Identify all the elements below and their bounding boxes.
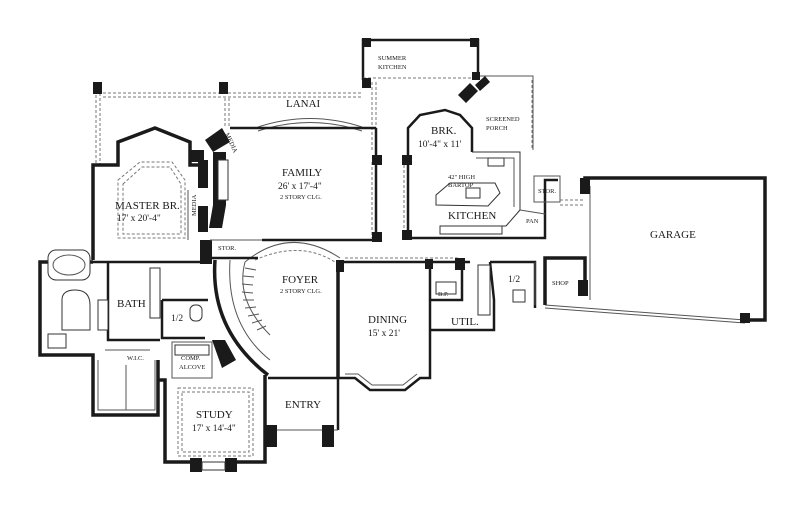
media-lower-label: MEDIA <box>191 194 198 216</box>
brk-dims-label: 10'-4" x 11' <box>418 140 462 150</box>
kitchen-label: KITCHEN <box>448 210 496 222</box>
util-label: UTIL. <box>451 316 479 328</box>
pan-label: PAN <box>526 218 539 225</box>
foyer-note-label: 2 STORY CLG. <box>280 288 322 295</box>
summer-kitchen-area <box>361 38 480 80</box>
garage-area <box>543 176 767 324</box>
shop-label: SHOP <box>552 280 569 287</box>
dining-dims-label: 15' x 21' <box>368 329 400 339</box>
garage-label: GARAGE <box>650 229 696 241</box>
family-note-label: 2 STORY CLG. <box>280 194 322 201</box>
lanai-area <box>93 78 377 165</box>
study-dims-label: 17' x 14'-4" <box>192 424 236 434</box>
kitchen-area <box>402 108 558 240</box>
kitchen-storage-area <box>533 175 585 206</box>
master-bedroom-area <box>91 126 208 260</box>
entry-label: ENTRY <box>285 399 321 411</box>
shop-area <box>490 260 537 308</box>
summer-kitchen-label: SUMMER KITCHEN <box>378 55 408 71</box>
comp-alcove-area <box>171 340 236 379</box>
room-labels: SUMMER KITCHEN LANAI SCREENED PORCH BRK.… <box>115 55 696 434</box>
screened-porch-label: SCREENED PORCH <box>486 116 521 132</box>
util-half-bath-label: 1/2 <box>508 275 520 285</box>
master-dims-label: 17' x 20'-4" <box>117 214 161 224</box>
half-bath-area <box>160 298 208 340</box>
lanai-label: LANAI <box>286 98 321 110</box>
master-bath-area <box>38 249 205 417</box>
media-niches <box>205 128 230 228</box>
comp-alcove-label: COMP. ALCOVE <box>179 355 205 371</box>
family-dims-label: 26' x 17'-4" <box>278 182 322 192</box>
bartop-label: 42" HIGH BARTOP <box>448 174 477 189</box>
entry-area <box>265 376 340 447</box>
family-label: FAMILY <box>282 167 322 179</box>
bp-label: B.P. <box>438 291 449 298</box>
foyer-stor-label: STOR. <box>218 245 236 252</box>
master-label: MASTER BR. <box>115 200 180 212</box>
kitchen-stor-label: STOR. <box>538 188 556 195</box>
screened-porch-area <box>458 72 534 150</box>
bath-label: BATH <box>117 298 146 310</box>
dining-room-area <box>336 262 464 392</box>
curved-staircase <box>241 261 271 336</box>
brk-label: BRK. <box>431 125 457 137</box>
utility-area <box>430 258 496 332</box>
foyer-storage-area <box>204 239 262 260</box>
half-bath-label: 1/2 <box>171 314 183 324</box>
family-room-area <box>230 126 382 242</box>
dining-label: DINING <box>368 314 407 326</box>
wic-label: W.I.C. <box>127 355 144 362</box>
study-label: STUDY <box>196 409 233 421</box>
foyer-label: FOYER <box>282 274 319 286</box>
study-area <box>158 375 267 472</box>
